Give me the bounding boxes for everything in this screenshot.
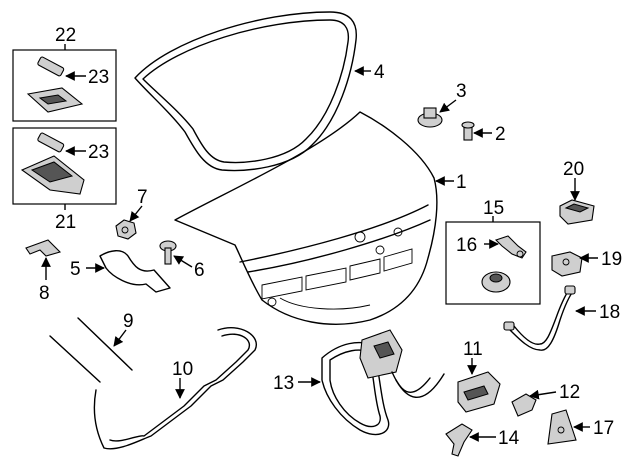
callout-3: 3 xyxy=(456,81,467,102)
part-12-clip xyxy=(511,393,537,417)
part-7-nut xyxy=(115,219,137,240)
callout-8: 8 xyxy=(39,283,50,304)
callout-21: 21 xyxy=(55,212,76,233)
callout-19: 19 xyxy=(601,249,622,270)
callout-7: 7 xyxy=(137,187,148,208)
callout-2: 2 xyxy=(495,124,506,145)
part-4-weatherstrip xyxy=(134,11,357,172)
part-20-switch xyxy=(559,199,595,225)
callout-15: 15 xyxy=(483,198,504,219)
part-3-bumper xyxy=(417,107,443,128)
callout-6: 6 xyxy=(194,260,205,281)
callout-labels: 1 2 3 4 5 6 7 8 9 10 11 12 13 14 15 16 1… xyxy=(39,25,622,449)
part-10-cable xyxy=(93,326,257,450)
part-11-actuator xyxy=(457,371,501,413)
callout-16: 16 xyxy=(456,235,477,256)
callout-9: 9 xyxy=(123,311,134,332)
callout-17: 17 xyxy=(593,418,614,439)
callout-20: 20 xyxy=(563,159,584,180)
part-19-sensor xyxy=(551,251,583,277)
callout-10: 10 xyxy=(172,359,193,380)
box-15 xyxy=(445,216,541,305)
callout-11: 11 xyxy=(463,339,483,360)
callout-23-lower: 23 xyxy=(88,142,109,163)
part-1-trunk-lid xyxy=(174,111,438,325)
callout-12: 12 xyxy=(559,382,580,403)
callout-23-upper: 23 xyxy=(88,67,109,88)
part-9-struts xyxy=(49,317,133,383)
callout-4: 4 xyxy=(374,62,385,83)
part-18-harness xyxy=(503,285,576,351)
callout-14: 14 xyxy=(498,428,520,449)
part-14-handle xyxy=(445,423,473,457)
callout-22: 22 xyxy=(55,25,76,46)
part-13-latch xyxy=(321,329,445,436)
callout-13: 13 xyxy=(273,373,294,394)
part-8-bracket xyxy=(25,239,62,257)
callout-1: 1 xyxy=(456,172,467,193)
callout-5: 5 xyxy=(70,259,81,280)
part-6-bolt xyxy=(159,240,177,265)
part-17-cover xyxy=(547,409,577,445)
callout-18: 18 xyxy=(599,302,620,323)
part-5-hinge-bracket xyxy=(99,250,171,293)
box-21 xyxy=(12,127,117,210)
leader-lines xyxy=(41,66,598,442)
part-2-pin xyxy=(461,121,475,141)
box-22 xyxy=(12,44,117,122)
